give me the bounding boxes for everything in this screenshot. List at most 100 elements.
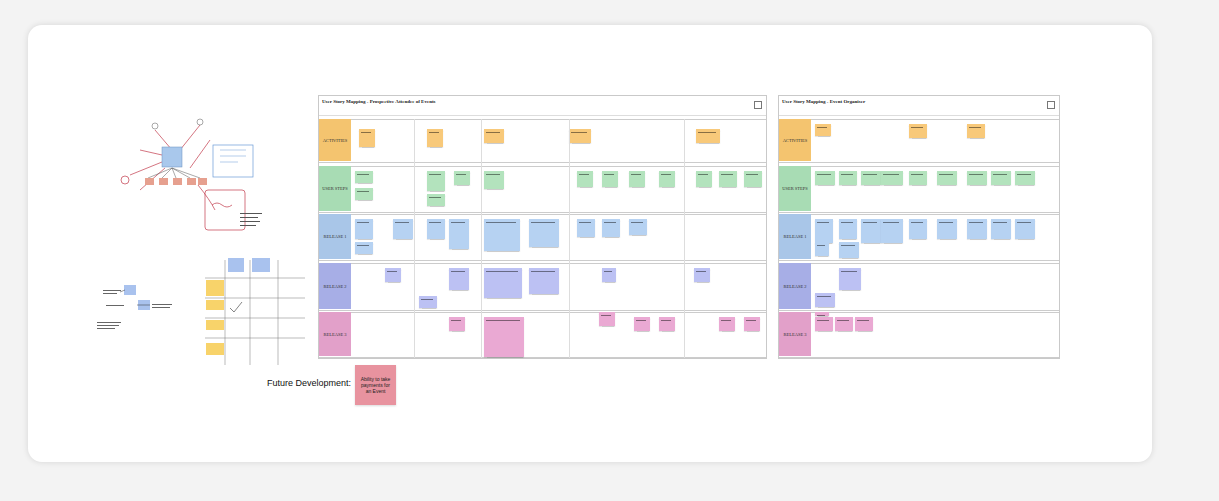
sticky-text: Ability to take payments for an Event (355, 372, 396, 398)
row-label-text: RELEASE 1 (323, 234, 346, 239)
sticky-scribble (883, 222, 899, 223)
sticky-scribble (661, 174, 671, 175)
sticky-scribble (357, 174, 369, 175)
sticky-note (744, 317, 760, 331)
sticky-note (659, 317, 675, 331)
column-divider (481, 119, 482, 358)
header-icon (754, 101, 762, 109)
future-sticky: Ability to take payments for an Event (355, 365, 396, 405)
sticky-scribble (636, 320, 646, 321)
sticky-scribble (357, 222, 369, 223)
sticky-note (659, 171, 675, 187)
sticky-scribble (601, 315, 611, 316)
sticky-note (839, 219, 857, 239)
sticky-note (393, 219, 413, 239)
sticky-scribble (939, 222, 953, 223)
sticky-scribble (361, 132, 371, 133)
sticky-note (629, 219, 647, 235)
sticky-note (861, 171, 881, 185)
sticky-scribble (531, 271, 555, 272)
sticky-note (696, 171, 712, 187)
sticky-note (634, 317, 650, 331)
sticky-note (602, 171, 618, 187)
sticky-note (577, 171, 593, 187)
sticky-note (815, 312, 829, 316)
sticky-scribble (746, 320, 756, 321)
sticky-note (881, 171, 903, 185)
sticky-scribble (841, 245, 855, 246)
sticky-note (815, 124, 831, 136)
sticky-scribble (969, 127, 981, 128)
sticky-note (355, 219, 373, 239)
sticky-note (449, 219, 469, 249)
sticky-note (967, 124, 985, 138)
sticky-scribble (486, 320, 520, 321)
sticky-note (881, 219, 903, 243)
sticky-note (484, 219, 520, 251)
row-band (319, 312, 766, 358)
future-label: Future Development: (267, 378, 351, 388)
sticky-scribble (911, 127, 923, 128)
sticky-note (835, 317, 853, 331)
sticky-note (967, 171, 987, 185)
row-label-text: RELEASE 3 (783, 332, 806, 337)
sticky-scribble (429, 132, 439, 133)
board-title: User Story Mapping - Prospective Attende… (322, 99, 436, 104)
sticky-scribble (817, 296, 831, 297)
sticky-note (529, 219, 559, 247)
sticky-note (815, 293, 835, 307)
sticky-note (577, 219, 595, 237)
sticky-note (529, 268, 559, 294)
sticky-note (694, 268, 710, 282)
row-label: ACTIVITIES (779, 119, 811, 161)
row-label-text: ACTIVITIES (323, 138, 348, 143)
sticky-scribble (969, 174, 983, 175)
sticky-scribble (429, 222, 441, 223)
sticky-note (427, 219, 445, 239)
sticky-note (484, 171, 504, 189)
sticky-note (602, 219, 620, 237)
row-label: RELEASE 2 (779, 263, 811, 309)
sticky-scribble (746, 174, 758, 175)
sticky-note (355, 188, 373, 200)
sticky-note (815, 219, 833, 243)
sticky-note (839, 268, 861, 290)
sticky-scribble (817, 127, 827, 128)
sticky-scribble (579, 222, 591, 223)
sticky-scribble (698, 132, 716, 133)
row-label-text: RELEASE 2 (783, 284, 806, 289)
sticky-note (427, 129, 443, 147)
row-label: RELEASE 3 (319, 312, 351, 356)
sticky-scribble (604, 222, 616, 223)
sticky-note (355, 242, 373, 254)
sticky-scribble (817, 315, 825, 316)
sticky-note (385, 268, 401, 282)
sticky-note (815, 242, 829, 256)
row-label-text: ACTIVITIES (783, 138, 808, 143)
sticky-scribble (857, 320, 869, 321)
sticky-scribble (993, 222, 1007, 223)
sticky-note (355, 171, 373, 183)
sticky-note (484, 129, 504, 143)
sticky-note (602, 268, 616, 282)
sticky-note (454, 171, 470, 185)
story-map-board: User Story Mapping - Prospective Attende… (318, 95, 767, 359)
sticky-note (909, 171, 927, 185)
sticky-scribble (841, 271, 857, 272)
sticky-scribble (911, 174, 923, 175)
header-icon (1047, 101, 1055, 109)
sticky-scribble (451, 320, 461, 321)
sticky-scribble (604, 174, 614, 175)
sticky-scribble (571, 132, 587, 133)
sticky-scribble (863, 174, 877, 175)
sticky-scribble (421, 299, 433, 300)
sticky-scribble (841, 174, 853, 175)
row-label: USER STEPS (779, 166, 811, 211)
sticky-note (419, 296, 437, 308)
sticky-note (696, 129, 720, 143)
sticky-scribble (579, 174, 589, 175)
sticky-note (991, 171, 1011, 185)
sticky-scribble (837, 320, 849, 321)
sticky-scribble (486, 222, 516, 223)
row-label: RELEASE 1 (779, 214, 811, 259)
